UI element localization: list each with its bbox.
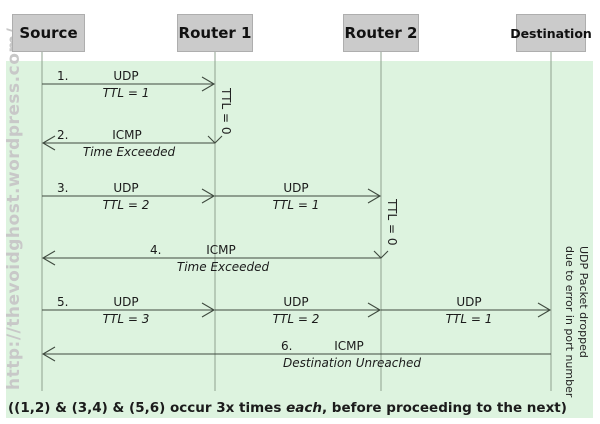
message-5-segment3-protocol: UDP bbox=[456, 295, 482, 309]
message-6-detail: Destination Unreached bbox=[283, 356, 421, 370]
diagram-background bbox=[6, 61, 593, 418]
message-5-segment3-detail: TTL = 1 bbox=[445, 312, 493, 326]
footer-caption: ((1,2) & (3,4) & (5,6) occur 3x times ea… bbox=[8, 400, 567, 416]
message-3-segment1-protocol: UDP bbox=[113, 181, 139, 195]
message-5-segment2-detail: TTL = 2 bbox=[272, 312, 320, 326]
actor-box-destination: Destination bbox=[510, 14, 592, 52]
router1-ttl-zero-label: TTL = 0 bbox=[219, 88, 233, 135]
message-2-protocol: ICMP bbox=[112, 128, 142, 142]
message-3-number: 3. bbox=[57, 181, 69, 195]
destination-drop-note-line1: UDP Packet dropped bbox=[577, 246, 590, 358]
message-4-detail: Time Exceeded bbox=[176, 260, 270, 274]
footer-caption-emphasis: each bbox=[286, 400, 322, 416]
actor-box-router1: Router 1 bbox=[177, 14, 253, 52]
message-5-number: 5. bbox=[57, 295, 69, 309]
message-4-protocol: ICMP bbox=[206, 243, 236, 257]
message-3-segment1-detail: TTL = 2 bbox=[102, 198, 150, 212]
message-5-segment1-detail: TTL = 3 bbox=[102, 312, 150, 326]
message-2-detail: Time Exceeded bbox=[82, 145, 176, 159]
footer-caption-suffix: , before proceeding to the next) bbox=[321, 400, 567, 416]
message-5-segment2-protocol: UDP bbox=[283, 295, 309, 309]
message-2-number: 2. bbox=[57, 128, 69, 142]
message-1-number: 1. bbox=[57, 69, 69, 83]
message-6-protocol: ICMP bbox=[334, 339, 364, 353]
actor-box-source: Source bbox=[12, 14, 85, 52]
actor-box-router2: Router 2 bbox=[343, 14, 419, 52]
message-4-number: 4. bbox=[150, 243, 162, 257]
router2-ttl-zero-label: TTL = 0 bbox=[385, 199, 399, 246]
message-1-protocol: UDP bbox=[113, 69, 139, 83]
message-3-segment2-protocol: UDP bbox=[283, 181, 309, 195]
message-1-detail: TTL = 1 bbox=[102, 86, 150, 100]
watermark-url: http://thevoidghost.wordpress.com/ bbox=[4, 27, 24, 390]
message-5-segment1-protocol: UDP bbox=[113, 295, 139, 309]
destination-drop-note: UDP Packet dropped due to error in port … bbox=[562, 246, 590, 397]
message-3-segment2-detail: TTL = 1 bbox=[272, 198, 320, 212]
footer-caption-prefix: ((1,2) & (3,4) & (5,6) occur 3x times bbox=[8, 400, 287, 416]
message-6-number: 6. bbox=[281, 339, 293, 353]
destination-drop-note-line2: due to error in port number bbox=[563, 246, 576, 398]
